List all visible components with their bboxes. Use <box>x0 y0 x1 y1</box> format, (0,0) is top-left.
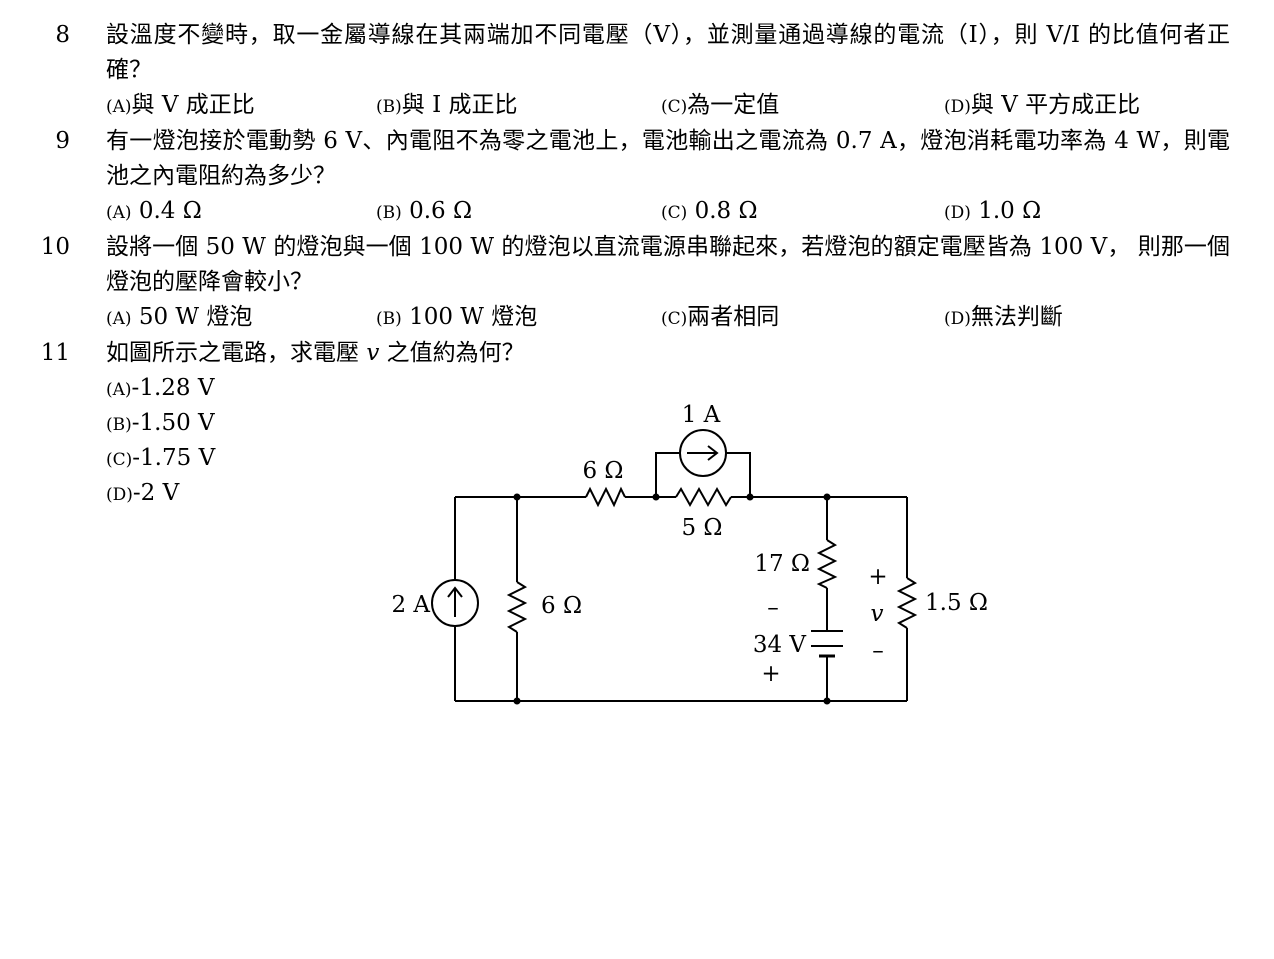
option-label: (C) <box>106 450 133 470</box>
v-minus-sign: – <box>872 638 884 664</box>
option-text: 為一定值 <box>687 92 780 118</box>
question-number: 8 <box>55 22 70 48</box>
option-b[interactable]: (B)與 I 成正比 <box>376 88 517 125</box>
option-d[interactable]: (D)無法判斷 <box>944 300 1063 337</box>
option-label: (C) <box>661 309 688 329</box>
label-1-5-ohm: 1.5 Ω <box>925 590 988 616</box>
question-number: 11 <box>40 340 70 366</box>
option-text: 無法判斷 <box>970 304 1063 330</box>
battery-minus-sign: – <box>767 595 779 621</box>
option-label: (D) <box>944 97 971 117</box>
option-text: 0.8 Ω <box>687 198 758 224</box>
label-34v: 34 V <box>753 632 807 658</box>
question-number: 9 <box>55 128 70 154</box>
option-text: 兩者相同 <box>687 304 780 330</box>
options-row: (A)與 V 成正比 (B)與 I 成正比 (C)為一定值 (D)與 V 平方成… <box>106 88 1230 123</box>
resistor-5-ohm <box>675 486 732 508</box>
label-1a: 1 A <box>682 402 721 428</box>
option-label: (C) <box>661 203 688 223</box>
option-label: (A) <box>106 203 132 223</box>
option-a[interactable]: (A) 0.4 Ω <box>106 194 202 231</box>
option-text: -2 V <box>132 480 180 506</box>
option-text: 與 V 成正比 <box>131 92 255 118</box>
resistor-6-ohm-top <box>585 486 626 508</box>
option-b[interactable]: (B) 100 W 燈泡 <box>376 300 537 337</box>
question-number: 10 <box>40 234 70 260</box>
option-text: 0.4 Ω <box>131 198 202 224</box>
label-5-ohm: 5 Ω <box>681 515 722 541</box>
option-label: (D) <box>106 485 133 505</box>
option-label: (A) <box>106 97 132 117</box>
option-label: (C) <box>661 97 688 117</box>
resistor-17-ohm <box>816 539 838 589</box>
question-stem: 設溫度不變時，取一金屬導線在其兩端加不同電壓（V），並測量通過導線的電流（I），… <box>106 22 1230 83</box>
label-17-ohm: 17 Ω <box>754 551 810 577</box>
option-label: (A) <box>106 309 132 329</box>
option-a[interactable]: (A)-1.28 V <box>106 371 214 408</box>
option-label: (B) <box>106 415 132 435</box>
battery-plus-sign: + <box>761 661 780 687</box>
battery-34v <box>811 630 843 658</box>
option-text: 100 W 燈泡 <box>401 304 538 330</box>
option-d[interactable]: (D)-2 V <box>106 476 179 513</box>
option-b[interactable]: (B)-1.50 V <box>106 406 215 443</box>
label-6-ohm-top: 6 Ω <box>582 458 623 484</box>
option-d[interactable]: (D)與 V 平方成正比 <box>944 88 1140 125</box>
option-text: -1.28 V <box>131 375 215 401</box>
option-label: (B) <box>376 309 402 329</box>
option-b[interactable]: (B) 0.6 Ω <box>376 194 472 231</box>
question-stem: 設將一個 50 W 的燈泡與一個 100 W 的燈泡以直流電源串聯起來，若燈泡的… <box>106 234 1230 295</box>
question-stem: 如圖所示之電路，求電壓 v 之值約為何？ <box>106 336 1230 371</box>
stem-variable: v <box>366 340 380 366</box>
option-label: (A) <box>106 380 132 400</box>
option-c[interactable]: (C) 0.8 Ω <box>661 194 758 231</box>
option-text: 與 V 平方成正比 <box>970 92 1141 118</box>
label-6-ohm-shunt: 6 Ω <box>541 593 582 619</box>
option-text: -1.50 V <box>131 410 215 436</box>
option-d[interactable]: (D) 1.0 Ω <box>944 194 1041 231</box>
wires <box>454 452 908 702</box>
option-c[interactable]: (C)-1.75 V <box>106 441 215 478</box>
v-plus-sign: + <box>868 564 887 590</box>
option-text: 50 W 燈泡 <box>131 304 253 330</box>
option-text: 1.0 Ω <box>970 198 1042 224</box>
resistor-1-5-ohm <box>896 577 918 629</box>
v-label: v <box>871 601 884 627</box>
option-text: 0.6 Ω <box>401 198 473 224</box>
stem-text: 如圖所示之電路，求電壓 <box>106 340 367 366</box>
option-label: (B) <box>376 203 402 223</box>
option-a[interactable]: (A)與 V 成正比 <box>106 88 255 125</box>
option-label: (B) <box>376 97 402 117</box>
stem-text: 之值約為何？ <box>379 340 525 366</box>
option-c[interactable]: (C)兩者相同 <box>661 300 779 337</box>
current-source-2a <box>431 579 479 627</box>
resistor-6-ohm-shunt <box>506 581 528 633</box>
option-text: -1.75 V <box>132 445 216 471</box>
junction-dots <box>513 493 831 705</box>
current-source-1a <box>679 429 727 477</box>
options-row: (A) 0.4 Ω (B) 0.6 Ω (C) 0.8 Ω (D) 1.0 Ω <box>106 194 1230 229</box>
option-label: (D) <box>944 309 971 329</box>
option-a[interactable]: (A) 50 W 燈泡 <box>106 300 252 337</box>
option-c[interactable]: (C)為一定值 <box>661 88 779 125</box>
question-stem: 有一燈泡接於電動勢 6 V、內電阻不為零之電池上，電池輸出之電流為 0.7 A，… <box>106 128 1230 189</box>
options-row: (A) 50 W 燈泡 (B) 100 W 燈泡 (C)兩者相同 (D)無法判斷 <box>106 300 1230 335</box>
option-text: 與 I 成正比 <box>401 92 518 118</box>
label-2a: 2 A <box>391 592 430 618</box>
option-label: (D) <box>944 203 971 223</box>
